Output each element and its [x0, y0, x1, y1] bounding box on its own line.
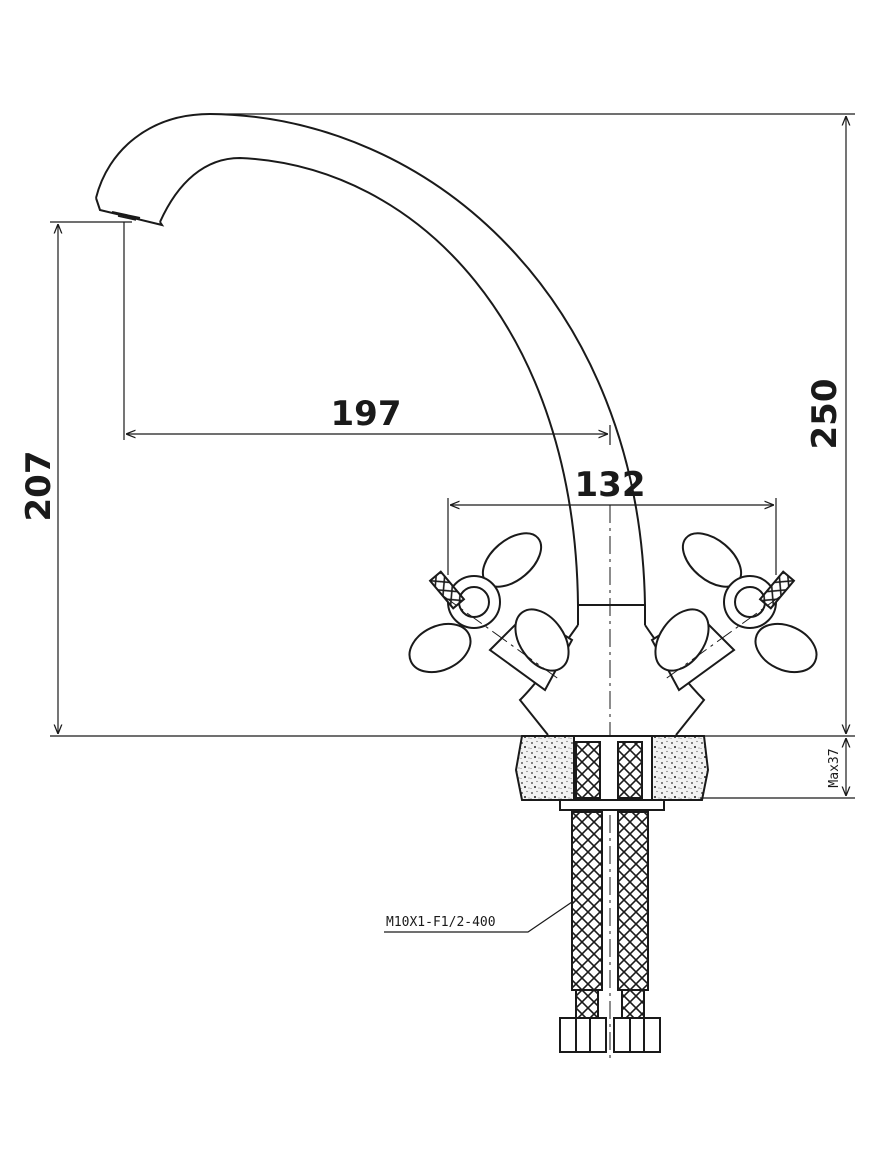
dim-207-label: 207 [19, 451, 59, 522]
dim-max37-label: Max37 [827, 748, 842, 787]
dim-132-label: 132 [575, 465, 646, 505]
dimension-lines [50, 113, 855, 933]
dim-197-label: 197 [331, 394, 402, 434]
dim-250-label: 250 [805, 379, 845, 450]
supply-hoses [559, 811, 661, 1053]
center-lines [441, 505, 783, 1060]
hose-spec-label: M10X1-F1/2-400 [386, 915, 496, 930]
left-handle [408, 532, 574, 692]
right-handle [650, 532, 818, 692]
spout [95, 112, 646, 625]
countertop-section [514, 735, 710, 811]
